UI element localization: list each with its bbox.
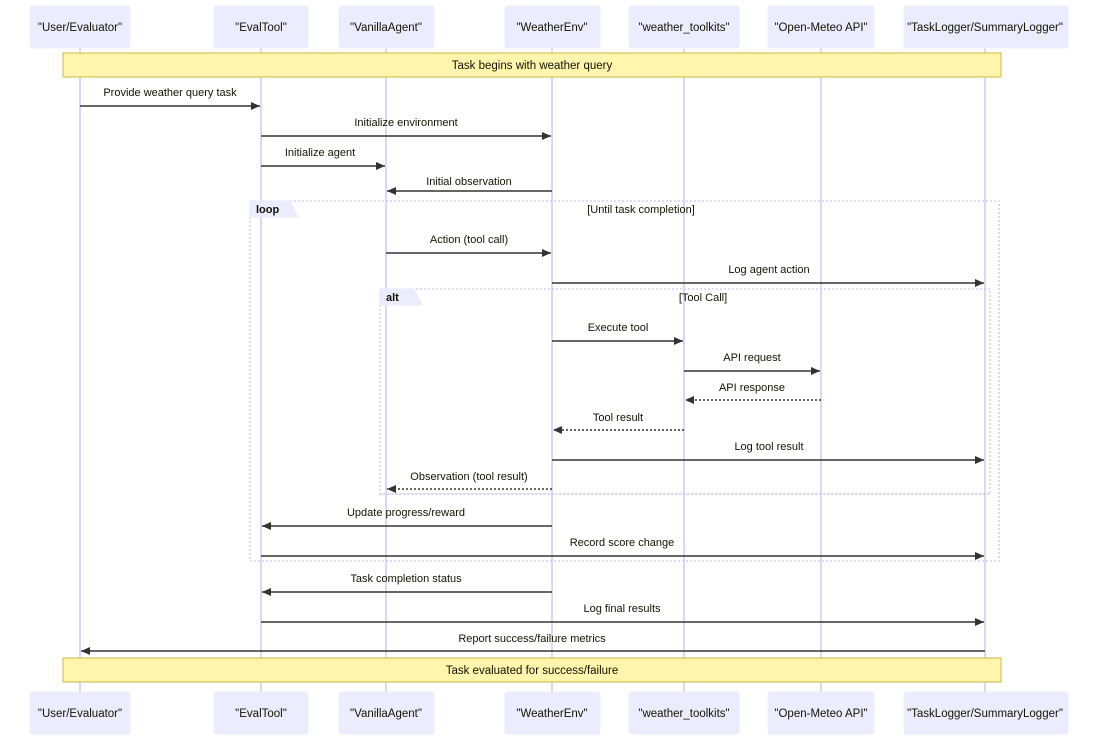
participant-env-bottom[interactable]: "WeatherEnv" [504,691,601,735]
participant-evaltool-top[interactable]: "EvalTool" [213,5,309,49]
participant-label-toolkits-bottom: "weather_toolkits" [638,708,729,720]
message-label-m9: API response [719,382,785,394]
participant-box-agent-bottom[interactable] [338,691,435,735]
participant-label-logger-top: "TaskLogger/SummaryLogger" [907,22,1063,34]
message-label-m11: Log tool result [734,441,803,453]
participant-box-api-top[interactable] [767,5,875,49]
alt-fragment-condition: [Tool Call] [679,292,727,304]
participant-env-top[interactable]: "WeatherEnv" [504,5,601,49]
note-end-rect [62,657,1002,683]
participant-user-top[interactable]: "User/Evaluator" [29,5,131,49]
participant-box-user-bottom[interactable] [29,691,131,735]
participant-label-api-top: "Open-Meteo API" [774,22,867,34]
message-label-m2: Initialize environment [354,117,457,129]
participant-toolkits-top[interactable]: "weather_toolkits" [628,5,740,49]
message-label-m6: Log agent action [728,264,809,276]
participant-agent-bottom[interactable]: "VanillaAgent" [338,691,435,735]
participant-label-evaltool-bottom: "EvalTool" [235,708,287,720]
alt-fragment-keyword: alt [386,292,399,304]
participant-label-agent-top: "VanillaAgent" [350,22,422,34]
participant-label-toolkits-top: "weather_toolkits" [638,22,729,34]
actors-bottom-layer: "User/Evaluator" "EvalTool" "VanillaAgent"… [29,691,1069,735]
message-label-m7: Execute tool [588,322,649,334]
participant-box-user-top[interactable] [29,5,131,49]
participant-box-env-top[interactable] [504,5,601,49]
participant-user-bottom[interactable]: "User/Evaluator" [29,691,131,735]
participant-api-top[interactable]: "Open-Meteo API" [767,5,875,49]
message-label-m8: API request [723,352,780,364]
message-label-m15: Task completion status [350,573,462,585]
participant-label-evaltool-top: "EvalTool" [235,22,287,34]
loop-fragment-condition: [Until task completion] [587,204,695,216]
participant-label-user-bottom: "User/Evaluator" [38,708,122,720]
message-label-m17: Report success/failure metrics [458,633,606,645]
alt-fragment-tab [379,288,423,306]
message-label-m13: Update progress/reward [347,507,465,519]
participant-evaltool-bottom[interactable]: "EvalTool" [213,691,309,735]
note-start-label: Task begins with weather query [452,60,613,72]
participant-label-user-top: "User/Evaluator" [38,22,122,34]
message-label-m3: Initialize agent [285,147,355,159]
message-label-m12: Observation (tool result) [410,471,527,483]
message-label-m5: Action (tool call) [430,234,508,246]
lifelines-layer [79,48,986,692]
participant-logger-bottom[interactable]: "TaskLogger/SummaryLogger" [903,691,1069,735]
participant-box-logger-top[interactable] [903,5,1069,49]
participant-label-logger-bottom: "TaskLogger/SummaryLogger" [907,708,1063,720]
participant-box-api-bottom[interactable] [767,691,875,735]
fragments-layer: loop [Until task completion] alt [Tool Call… [249,200,1000,562]
participant-label-agent-bottom: "VanillaAgent" [350,708,422,720]
participant-box-toolkits-top[interactable] [628,5,740,49]
alt-fragment-border [379,288,991,495]
message-label-m16: Log final results [583,603,661,615]
participant-box-evaltool-top[interactable] [213,5,309,49]
participant-box-env-bottom[interactable] [504,691,601,735]
note-start-rect [62,52,1002,78]
participant-label-env-top: "WeatherEnv" [516,22,587,34]
participant-box-toolkits-bottom[interactable] [628,691,740,735]
participant-api-bottom[interactable]: "Open-Meteo API" [767,691,875,735]
actors-top-layer: "User/Evaluator" "EvalTool" "VanillaAgent"… [29,5,1069,49]
message-label-m14: Record score change [570,537,675,549]
participant-toolkits-bottom[interactable]: "weather_toolkits" [628,691,740,735]
participant-label-env-bottom: "WeatherEnv" [516,708,587,720]
message-label-m1: Provide weather query task [103,87,237,99]
participant-box-evaltool-bottom[interactable] [213,691,309,735]
participant-logger-top[interactable]: "TaskLogger/SummaryLogger" [903,5,1069,49]
loop-fragment-tab [249,200,299,218]
message-label-m10: Tool result [593,412,643,424]
participant-box-logger-bottom[interactable] [903,691,1069,735]
participant-box-agent-top[interactable] [338,5,435,49]
participant-agent-top[interactable]: "VanillaAgent" [338,5,435,49]
loop-fragment-keyword: loop [256,204,279,216]
loop-fragment-border [249,200,1000,562]
note-end-label: Task evaluated for success/failure [446,665,619,677]
message-label-m4: Initial observation [426,176,512,188]
participant-label-api-bottom: "Open-Meteo API" [774,708,867,720]
